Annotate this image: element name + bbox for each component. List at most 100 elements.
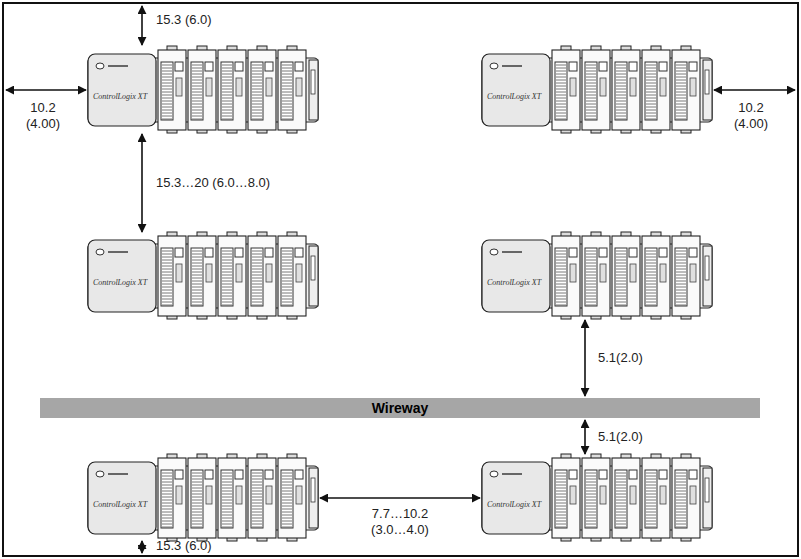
module-grille xyxy=(676,272,686,273)
io-module xyxy=(248,232,276,319)
module-grille xyxy=(252,110,262,111)
module-grille xyxy=(252,104,262,105)
module-display xyxy=(235,248,243,257)
module-grille xyxy=(282,518,292,519)
module-latch xyxy=(206,264,212,282)
module-grille xyxy=(676,500,686,501)
module-grille xyxy=(676,284,686,285)
module-front xyxy=(281,62,293,120)
module-grille xyxy=(646,479,656,480)
module-grille xyxy=(192,110,202,111)
module-grille xyxy=(192,260,202,261)
module-grille xyxy=(646,95,656,96)
module-grille xyxy=(192,77,202,78)
module-latch xyxy=(600,264,606,282)
module-grille xyxy=(616,278,626,279)
module-grille xyxy=(252,491,262,492)
module-grille xyxy=(586,497,596,498)
module-grille xyxy=(616,275,626,276)
module-grille xyxy=(556,77,566,78)
module-display xyxy=(235,62,243,71)
module-grille xyxy=(556,86,566,87)
module-grille xyxy=(222,479,232,480)
module-grille xyxy=(222,296,232,297)
module-case xyxy=(278,236,306,316)
module-grille xyxy=(676,95,686,96)
module-grille xyxy=(556,107,566,108)
module-grille xyxy=(616,272,626,273)
module-grille xyxy=(252,521,262,522)
module-grille xyxy=(616,299,626,300)
module-grille xyxy=(676,479,686,480)
module-grille xyxy=(252,269,262,270)
module-grille xyxy=(252,263,262,264)
module-grille xyxy=(192,299,202,300)
power-supply xyxy=(482,462,550,534)
module-grille xyxy=(222,83,232,84)
module-grille xyxy=(556,305,566,306)
module-grille xyxy=(586,491,596,492)
module-grille xyxy=(586,77,596,78)
module-grille xyxy=(282,473,292,474)
module-grille xyxy=(282,527,292,528)
module-grille xyxy=(586,74,596,75)
module-grille xyxy=(556,254,566,255)
module-case xyxy=(158,458,186,538)
module-latch xyxy=(176,486,182,504)
module-grille xyxy=(162,92,172,93)
module-latch xyxy=(630,78,636,96)
module-grille xyxy=(676,524,686,525)
module-grille xyxy=(676,287,686,288)
io-module xyxy=(188,454,216,541)
module-grille xyxy=(222,482,232,483)
io-module xyxy=(552,46,580,133)
io-module xyxy=(248,454,276,541)
module-grille xyxy=(252,515,262,516)
module-grille xyxy=(222,113,232,114)
module-grille xyxy=(676,293,686,294)
module-grille xyxy=(222,260,232,261)
module-grille xyxy=(646,119,656,120)
module-grille xyxy=(192,290,202,291)
module-grille xyxy=(676,485,686,486)
module-grille xyxy=(252,527,262,528)
module-grille xyxy=(252,302,262,303)
dimension-label: 7.7…10.2 (3.0…4.0) xyxy=(362,506,438,538)
dimension-arrow xyxy=(584,420,586,454)
module-grille xyxy=(676,65,686,66)
module-latch xyxy=(570,78,576,96)
module-grille xyxy=(252,509,262,510)
module-grille xyxy=(222,110,232,111)
module-grille xyxy=(192,293,202,294)
module-grille xyxy=(646,524,656,525)
module-grille xyxy=(616,521,626,522)
module-grille xyxy=(586,101,596,102)
io-module xyxy=(218,46,246,133)
module-grille xyxy=(192,302,202,303)
module-grille xyxy=(676,521,686,522)
module-case xyxy=(158,236,186,316)
module-latch xyxy=(630,264,636,282)
end-cap xyxy=(703,60,712,120)
module-display xyxy=(295,248,303,257)
module-grille xyxy=(676,80,686,81)
module-grille xyxy=(252,473,262,474)
power-supply xyxy=(482,54,550,126)
module-case xyxy=(278,458,306,538)
module-grille xyxy=(616,281,626,282)
module-grille xyxy=(586,527,596,528)
module-grille xyxy=(162,89,172,90)
module-front xyxy=(645,62,657,120)
module-grille xyxy=(586,257,596,258)
module-grille xyxy=(646,506,656,507)
module-grille xyxy=(192,278,202,279)
module-grille xyxy=(222,263,232,264)
module-grille xyxy=(556,119,566,120)
module-grille xyxy=(646,509,656,510)
module-grille xyxy=(252,305,262,306)
module-grille xyxy=(222,506,232,507)
module-grille xyxy=(586,113,596,114)
module-grille xyxy=(616,104,626,105)
module-grille xyxy=(222,257,232,258)
brand-mark xyxy=(108,251,128,253)
